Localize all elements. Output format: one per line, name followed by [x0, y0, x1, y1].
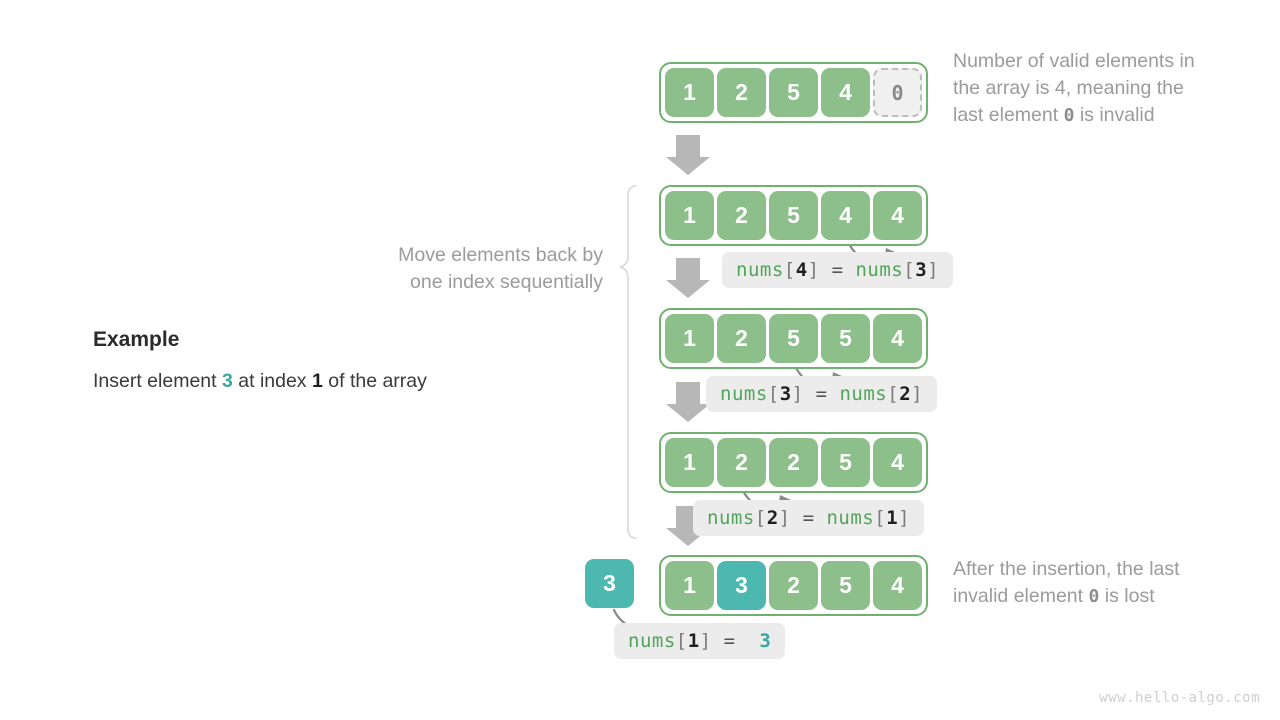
code-fn: nums	[855, 259, 904, 281]
code-fn: nums	[736, 259, 784, 281]
array-cell: 4	[873, 191, 922, 240]
bottom-annotation: After the insertion, the last invalid el…	[953, 556, 1263, 610]
example-description: Insert element 3 at index 1 of the array	[93, 370, 427, 393]
array-cell: 2	[717, 314, 766, 363]
array-cell: 2	[717, 68, 766, 117]
code-index: 3	[779, 383, 792, 405]
code-bracket: [	[675, 630, 688, 652]
code-fn: nums	[628, 630, 676, 652]
code-index: 1	[886, 507, 899, 529]
code-bracket: ]	[898, 507, 911, 529]
code-label-2: nums[3] = nums[2]	[706, 376, 938, 412]
code-bracket: ]	[927, 259, 940, 281]
bottom-annotation-line2-b: is lost	[1099, 585, 1155, 607]
code-equals: =	[815, 383, 828, 405]
code-index: 2	[766, 507, 779, 529]
top-annotation: Number of valid elements in the array is…	[953, 48, 1263, 129]
example-middle: at index	[232, 370, 312, 392]
array-cell: 2	[717, 438, 766, 487]
array-cell: 5	[821, 438, 870, 487]
code-index: 2	[899, 383, 912, 405]
array-cell: 4	[873, 561, 922, 610]
code-label-3: nums[2] = nums[1]	[693, 500, 925, 536]
array-cell: 1	[665, 191, 714, 240]
invalid-value-ref: 0	[1063, 105, 1075, 126]
example-insert-value: 3	[221, 370, 233, 392]
code-bracket: [	[874, 507, 887, 529]
array-cell: 4	[821, 68, 870, 117]
array-cell: 4	[873, 314, 922, 363]
code-index: 3	[915, 259, 928, 281]
insert-element-box: 3	[585, 559, 634, 608]
array-cell: 5	[821, 314, 870, 363]
bottom-annotation-line2-a: invalid element	[953, 585, 1089, 607]
code-fn: nums	[839, 383, 888, 405]
watermark: www.hello-algo.com	[1099, 690, 1260, 706]
code-bracket: ]	[778, 507, 791, 529]
code-index: 4	[795, 259, 808, 281]
brace-note-line2: one index sequentially	[410, 271, 603, 293]
top-annotation-line2: the array is 4, meaning the	[953, 77, 1184, 99]
array-cell: 4	[821, 191, 870, 240]
array-cell: 1	[665, 561, 714, 610]
example-insert-index: 1	[311, 370, 323, 392]
top-annotation-line3-b: is invalid	[1074, 104, 1155, 126]
code-bracket: [	[783, 259, 796, 281]
top-annotation-line3-a: last element	[953, 104, 1064, 126]
array-cell: 1	[665, 314, 714, 363]
array-cell: 2	[769, 561, 818, 610]
array-cell: 5	[821, 561, 870, 610]
code-bracket: [	[903, 259, 916, 281]
code-bracket: [	[887, 383, 900, 405]
array-cell: 4	[873, 438, 922, 487]
array-cell: 1	[665, 68, 714, 117]
code-value: 3	[759, 630, 772, 652]
code-bracket: ]	[807, 259, 820, 281]
code-bracket: [	[767, 383, 780, 405]
code-index: 1	[687, 630, 700, 652]
array-cell: 3	[717, 561, 766, 610]
code-equals: =	[831, 259, 844, 281]
code-bracket: ]	[791, 383, 804, 405]
bottom-annotation-line2: invalid element 0 is lost	[953, 583, 1263, 610]
array-cell: 2	[769, 438, 818, 487]
array-cell: 0	[873, 68, 922, 117]
code-label-4: nums[1] = 3	[614, 623, 786, 659]
code-bracket: [	[754, 507, 767, 529]
brace-note-line1: Move elements back by	[398, 244, 603, 266]
example-prefix: Insert element	[93, 370, 222, 392]
code-fn: nums	[826, 507, 875, 529]
down-arrow-2	[666, 258, 710, 298]
down-arrow-3	[666, 382, 710, 422]
code-equals: =	[802, 507, 815, 529]
array-cell: 5	[769, 68, 818, 117]
code-label-1: nums[4] = nums[3]	[722, 252, 954, 288]
array-cell: 5	[769, 191, 818, 240]
example-title: Example	[93, 328, 180, 351]
code-fn: nums	[720, 383, 768, 405]
code-bracket: ]	[911, 383, 924, 405]
top-annotation-line1: Number of valid elements in	[953, 50, 1195, 72]
array-cell: 5	[769, 314, 818, 363]
array-cell: 2	[717, 191, 766, 240]
example-suffix: of the array	[322, 370, 427, 392]
code-equals: =	[723, 630, 736, 652]
down-arrow-1	[666, 135, 710, 175]
array-cell: 1	[665, 438, 714, 487]
lost-value-ref: 0	[1088, 586, 1100, 607]
top-annotation-line3: last element 0 is invalid	[953, 102, 1263, 129]
bottom-annotation-line1: After the insertion, the last	[953, 558, 1180, 580]
code-fn: nums	[707, 507, 755, 529]
brace-note: Move elements back by one index sequenti…	[300, 242, 603, 296]
code-bracket: ]	[699, 630, 712, 652]
grouping-brace	[619, 185, 637, 539]
